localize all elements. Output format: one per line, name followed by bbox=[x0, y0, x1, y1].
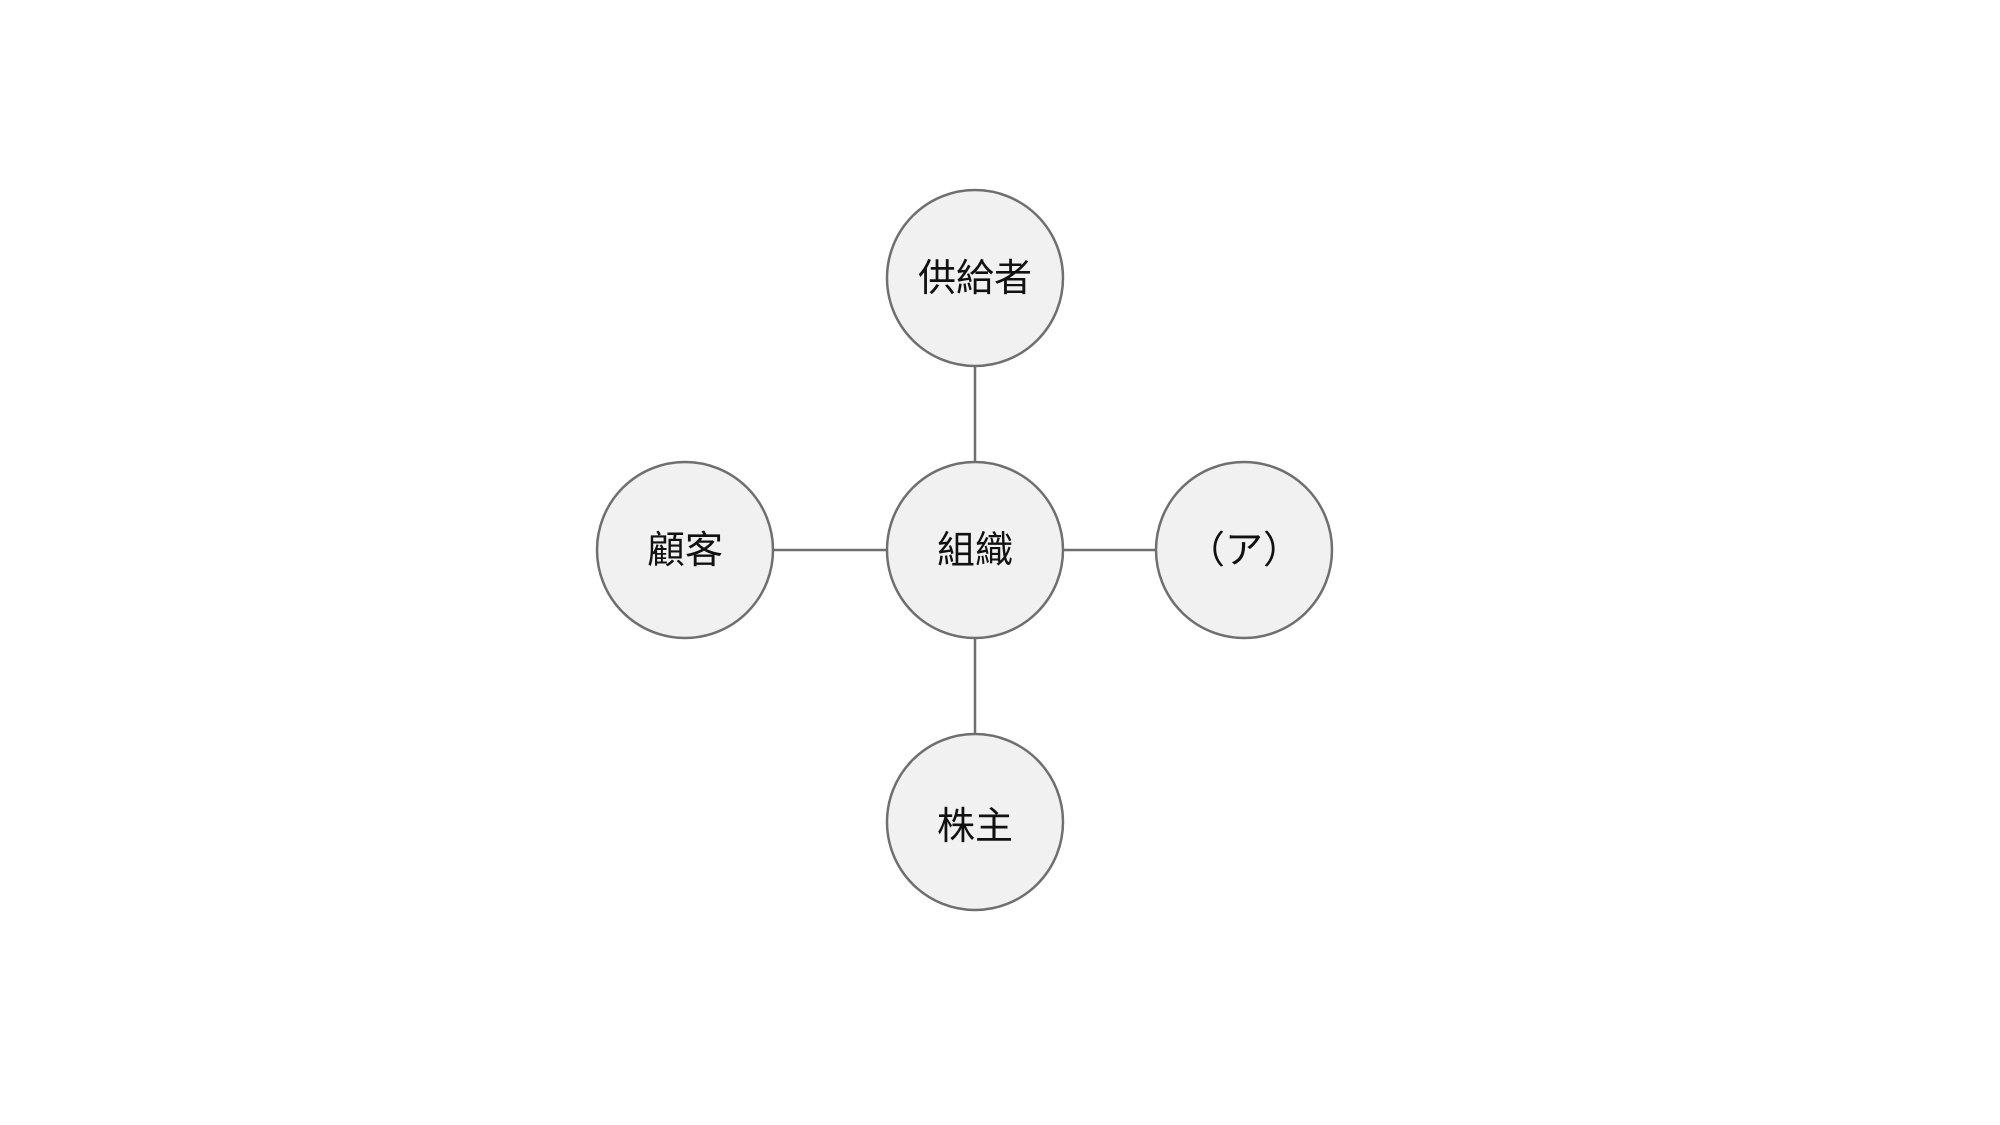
node-supplier-label: 供給者 bbox=[918, 256, 1032, 300]
node-unknown-a-circle bbox=[1154, 460, 1334, 640]
node-supplier: 供給者 bbox=[885, 188, 1065, 368]
node-shareholder-label: 株主 bbox=[937, 804, 1013, 848]
node-customer: 顧客 bbox=[595, 460, 775, 640]
node-shareholder-circle bbox=[885, 732, 1065, 912]
node-customer-label: 顧客 bbox=[647, 528, 723, 572]
node-organization-label: 組織 bbox=[937, 528, 1013, 572]
node-unknown-a-label: （ア） bbox=[1187, 528, 1301, 572]
node-organization-circle bbox=[885, 460, 1065, 640]
node-customer-circle bbox=[595, 460, 775, 640]
node-organization: 組織 bbox=[885, 460, 1065, 640]
node-unknown-a: （ア） bbox=[1154, 460, 1334, 640]
node-supplier-circle bbox=[885, 188, 1065, 368]
node-shareholder: 株主 bbox=[885, 732, 1065, 912]
